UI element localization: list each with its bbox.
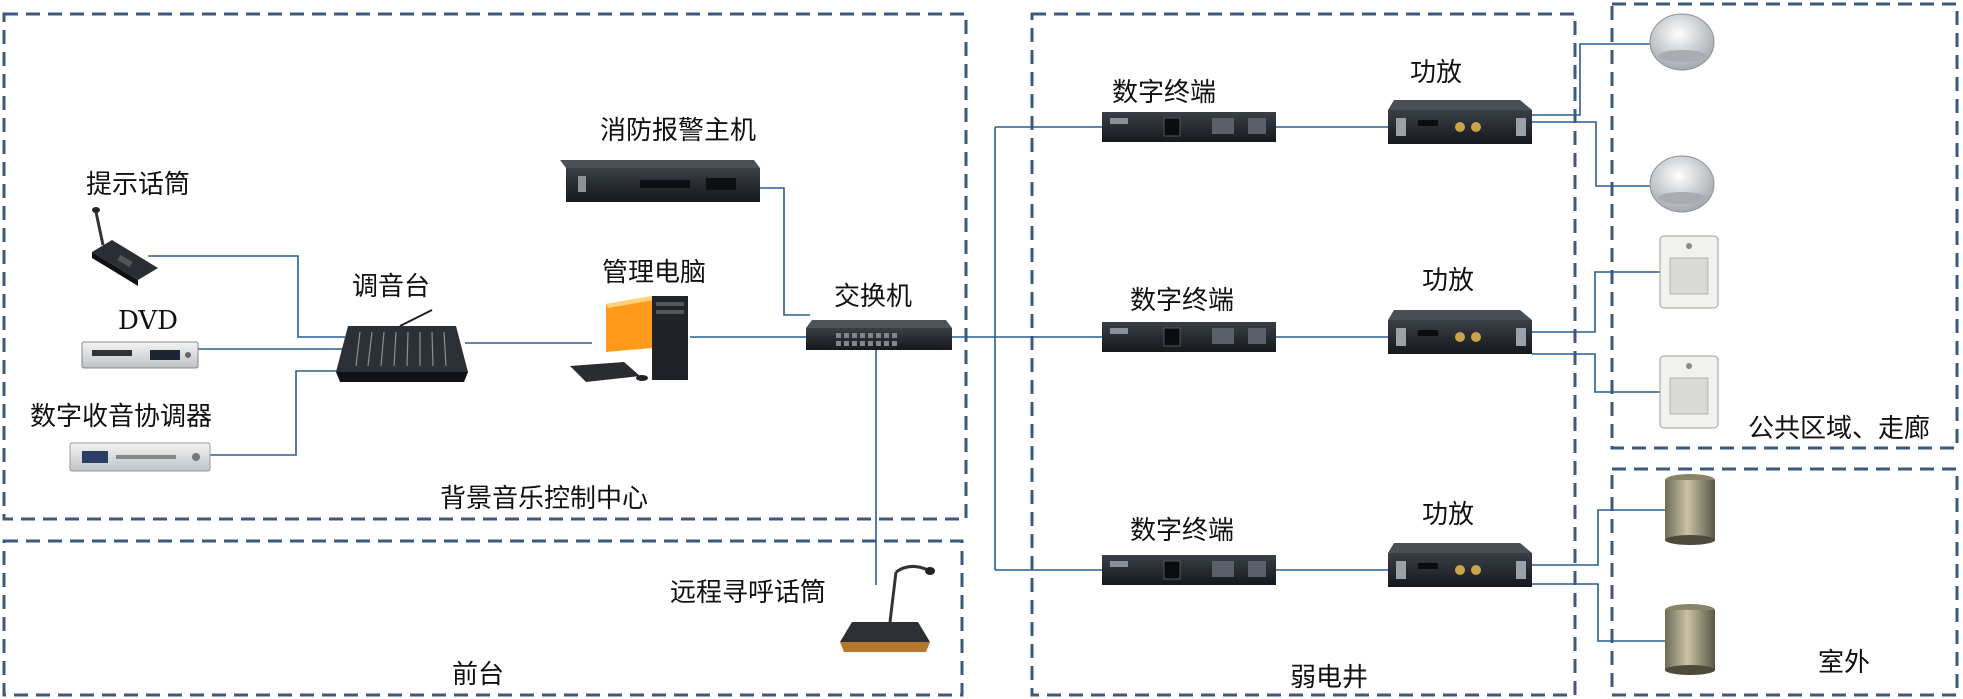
management-pc-icon (570, 296, 688, 382)
switch-label: 交换机 (834, 282, 913, 312)
digital-terminal-icon (1102, 112, 1276, 142)
outdoor-column-speaker-icon (1665, 474, 1715, 545)
amplifier-icon (1388, 543, 1532, 587)
fire-alarm-label: 消防报警主机 (600, 116, 757, 146)
network-switch-icon (806, 320, 952, 350)
digital-terminal-icon (1102, 322, 1276, 352)
remote-mic-label: 远程寻呼话筒 (670, 578, 827, 608)
zone-front-desk (2, 539, 964, 697)
outdoor-column-speaker-icon (1665, 604, 1715, 675)
terminal-label-3: 数字终端 (1130, 516, 1235, 546)
amplifier-icon (1388, 310, 1532, 354)
wiring (148, 43, 1665, 642)
ceiling-speaker-icon (1649, 155, 1715, 213)
tuner-label: 数字收音协调器 (30, 402, 213, 432)
terminal-label-1: 数字终端 (1112, 78, 1217, 108)
zone-control-center (2, 12, 968, 521)
mixer-label: 调音台 (352, 272, 431, 302)
zone-label-control-center: 背景音乐控制中心 (440, 484, 649, 514)
dvd-label: DVD (118, 306, 179, 336)
zone-label-front-desk: 前台 (452, 660, 505, 690)
wall-speaker-icon (1659, 355, 1719, 429)
zone-label-weak-current-shaft: 弱电井 (1290, 663, 1369, 693)
digital-terminal-icon (1102, 555, 1276, 585)
ceiling-speaker-icon (1649, 13, 1715, 71)
zone-label-outdoor: 室外 (1818, 648, 1871, 678)
digital-tuner-icon (69, 442, 211, 472)
wall-speaker-icon (1659, 235, 1719, 309)
amp-label-2: 功放 (1422, 266, 1475, 296)
prompt-mic-icon (92, 207, 158, 286)
amp-label-1: 功放 (1410, 58, 1463, 88)
mixer-console-icon (336, 309, 468, 382)
amp-label-3: 功放 (1422, 500, 1475, 530)
terminal-label-2: 数字终端 (1130, 286, 1235, 316)
remote-paging-mic-icon (840, 565, 935, 652)
dvd-player-icon (81, 341, 199, 369)
zone-public-area (1610, 2, 1959, 450)
fire-alarm-host-icon (560, 160, 760, 202)
amplifier-icon (1388, 100, 1532, 144)
prompt-mic-label: 提示话筒 (86, 170, 191, 200)
zone-outdoor (1610, 467, 1959, 697)
pc-label: 管理电脑 (602, 258, 707, 288)
zone-label-public-area: 公共区域、走廊 (1748, 414, 1931, 444)
